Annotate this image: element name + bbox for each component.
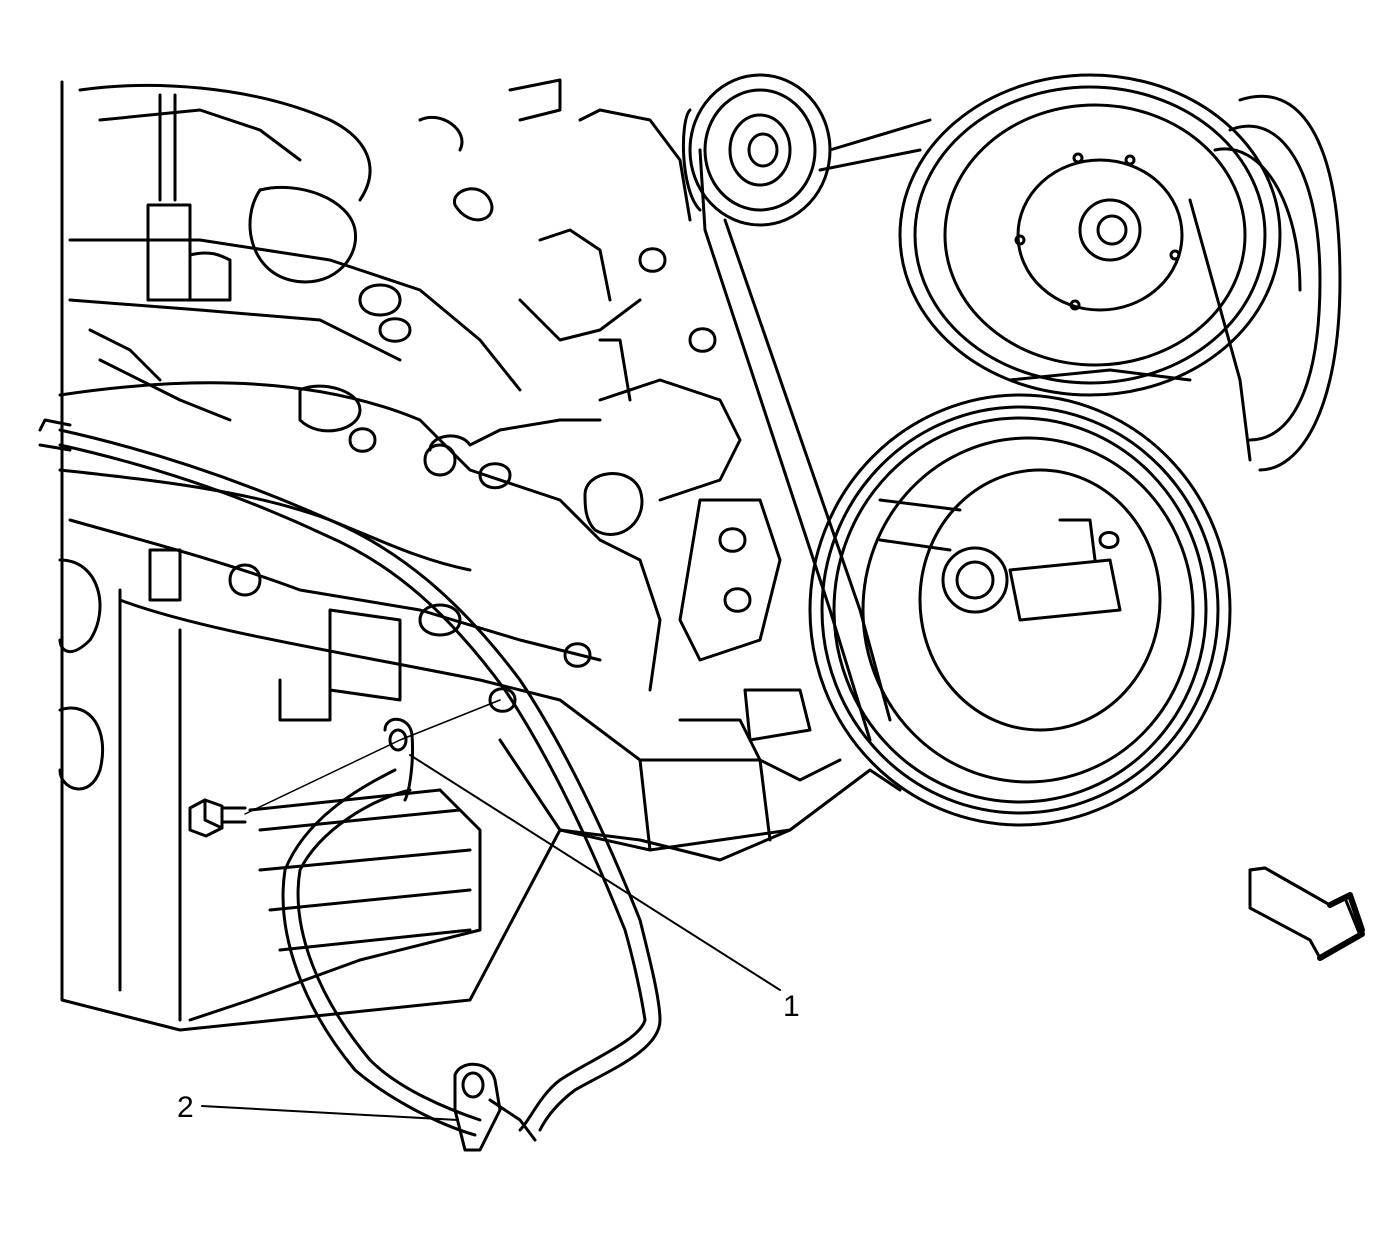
drive-belt	[698, 118, 1252, 742]
crankshaft-balancer	[808, 393, 1232, 827]
leader-line-2	[201, 1105, 459, 1121]
idler-pulley-upper	[682, 73, 832, 227]
callout-leaders	[201, 754, 781, 1121]
callout-label-2: 2	[177, 1091, 194, 1124]
alternator-pulley	[1213, 94, 1342, 472]
ground-strap-cable	[38, 418, 662, 1137]
engine-block	[58, 80, 902, 1032]
power-steering-pulley	[898, 73, 1282, 397]
installation-path-line	[244, 699, 501, 815]
ground-strap-terminal	[383, 687, 537, 1152]
upper-engine	[68, 78, 692, 453]
leader-line-1	[409, 754, 781, 991]
callout-label-1: 1	[783, 990, 800, 1023]
view-direction-arrow-icon	[1248, 866, 1365, 961]
bolt-icon	[188, 798, 247, 838]
water-outlet	[423, 228, 742, 536]
